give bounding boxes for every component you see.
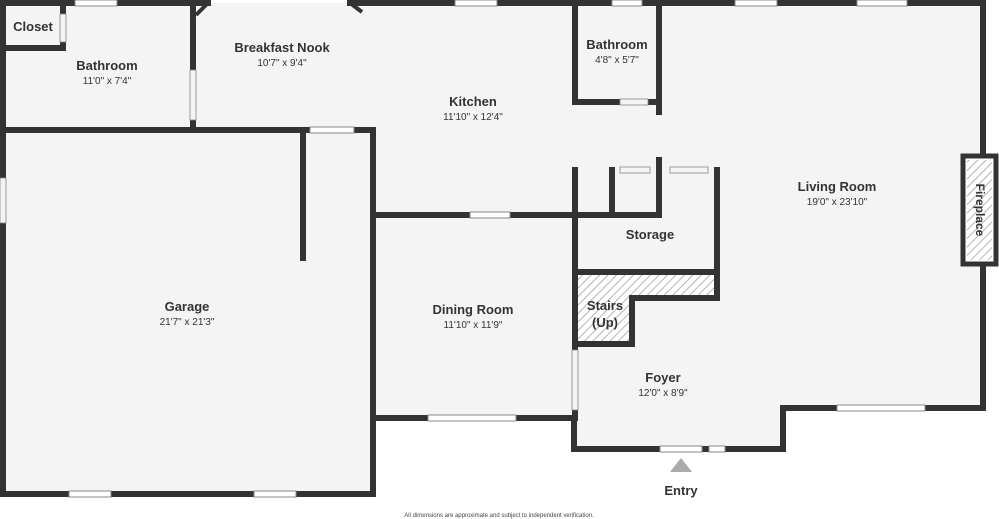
disclaimer: All dimensions are approximate and subje… bbox=[404, 513, 594, 519]
fireplace-label: Fireplace bbox=[973, 184, 987, 237]
stairs-label: Stairs bbox=[587, 298, 623, 313]
garage-dims: 21'7" x 21'3" bbox=[160, 317, 215, 328]
fireplace bbox=[960, 153, 999, 267]
dining-dims: 11'10" x 11'9" bbox=[444, 320, 503, 331]
stairs-hatch bbox=[578, 275, 714, 341]
foyer-label: Foyer bbox=[645, 370, 680, 385]
entry-door bbox=[659, 445, 726, 453]
door-openings bbox=[0, 13, 709, 411]
bathroom2-label: Bathroom bbox=[586, 37, 647, 52]
windows bbox=[68, 0, 926, 498]
bathroom1-dims: 11'0" x 7'4" bbox=[83, 76, 132, 87]
entry-label: Entry bbox=[664, 483, 698, 498]
living-label: Living Room bbox=[798, 179, 877, 194]
storage-label: Storage bbox=[626, 227, 674, 242]
kitchen-dims: 11'10" x 12'4" bbox=[443, 112, 503, 123]
breakfast-dims: 10'7" x 9'4" bbox=[257, 58, 307, 69]
floor-fill bbox=[3, 3, 983, 494]
foyer-dims: 12'0" x 8'9" bbox=[638, 388, 688, 399]
closet-label: Closet bbox=[13, 19, 53, 34]
breakfast-label: Breakfast Nook bbox=[234, 40, 330, 55]
bathroom1-label: Bathroom bbox=[76, 58, 137, 73]
bathroom2-dims: 4'8" x 5'7" bbox=[595, 55, 639, 66]
stairs-label-up: (Up) bbox=[592, 315, 618, 330]
nook-corner bbox=[194, 1, 364, 17]
dining-label: Dining Room bbox=[433, 302, 514, 317]
living-dims: 19'0" x 23'10" bbox=[807, 197, 868, 208]
garage-label: Garage bbox=[165, 299, 210, 314]
kitchen-label: Kitchen bbox=[449, 94, 497, 109]
entry-arrow-icon bbox=[670, 458, 692, 472]
